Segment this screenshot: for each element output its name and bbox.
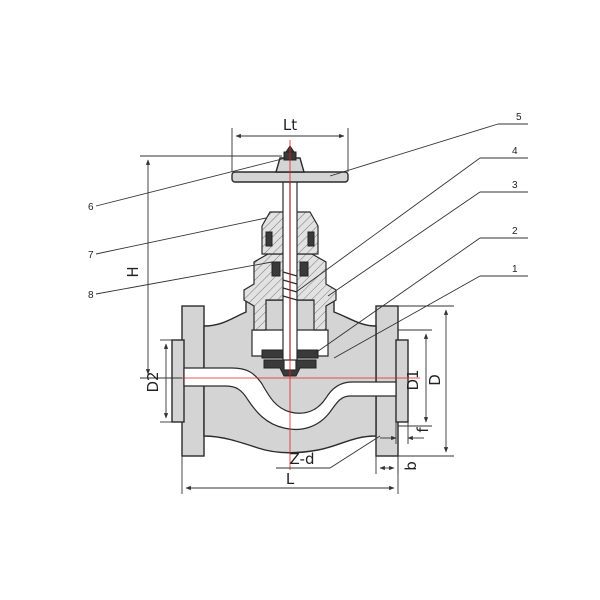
callout-7: 7: [88, 250, 94, 261]
dim-label-d: D: [426, 374, 444, 386]
dimension-lines: [140, 128, 454, 494]
leader-lines: [95, 123, 528, 469]
packing-right: [299, 261, 309, 277]
gland-seal-left: [265, 231, 273, 247]
callout-8: 8: [88, 290, 94, 301]
right-raised-face: [395, 339, 409, 423]
gland-seal-right: [307, 231, 315, 247]
flow-passage: [183, 367, 397, 431]
dim-label-l: L: [286, 470, 295, 488]
dim-label-d1: D1: [404, 369, 422, 390]
callout-6: 6: [88, 202, 94, 213]
dim-label-h: H: [124, 266, 142, 277]
callout-4: 4: [512, 146, 518, 157]
callout-3: 3: [512, 180, 518, 191]
packing-left: [271, 261, 281, 277]
callout-5: 5: [516, 112, 522, 123]
dim-label-d2: D2: [144, 371, 162, 392]
callout-1: 1: [512, 264, 518, 275]
dim-label-f: f: [414, 427, 432, 433]
left-raised-face: [171, 339, 185, 423]
dim-label-b: b: [402, 461, 420, 471]
centerlines: [160, 140, 420, 470]
callout-2: 2: [512, 226, 518, 237]
dim-label-zd: Z-d: [290, 450, 315, 468]
dim-label-lt: Lt: [283, 116, 297, 134]
